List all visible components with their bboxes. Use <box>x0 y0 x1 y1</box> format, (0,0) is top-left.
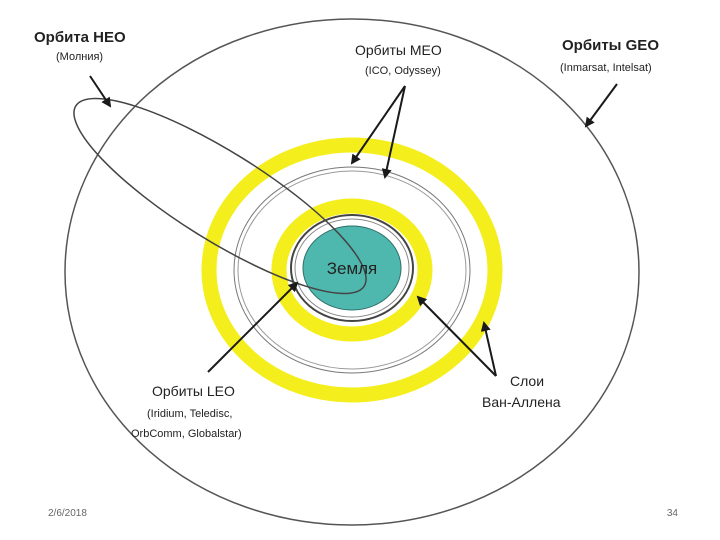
leo-arrow <box>207 281 299 373</box>
meo-title: Орбиты MEO <box>355 42 442 58</box>
meo-orbit-inner <box>237 170 467 370</box>
van-allen-line2: Ван-Аллена <box>482 394 561 410</box>
heo-arrow <box>89 75 112 108</box>
meo-arrow-right <box>381 85 406 179</box>
earth-label: Земля <box>327 259 378 278</box>
leo-line2: OrbComm, Globalstar) <box>131 428 242 440</box>
geo-subtitle: (Inmarsat, Intelsat) <box>560 62 652 74</box>
heo-orbit <box>73 97 367 295</box>
leo-orbit-inner <box>294 218 410 318</box>
geo-orbit <box>64 18 640 526</box>
leo-orbit-outer <box>290 214 414 322</box>
meo-orbit-outer <box>233 166 471 374</box>
van-allen-outer-belt <box>201 137 503 403</box>
van-allen-arrow-outer <box>480 321 497 377</box>
geo-arrow <box>584 83 618 128</box>
footer-date: 2/6/2018 <box>48 508 87 519</box>
heo-subtitle: (Молния) <box>56 51 103 63</box>
meo-arrow-left <box>350 85 406 165</box>
heo-title: Орбита HEO <box>34 29 126 46</box>
geo-title: Орбиты GEO <box>562 37 659 54</box>
leo-title: Орбиты LEO <box>152 383 235 399</box>
van-allen-line1: Слои <box>510 373 544 389</box>
footer-page-number: 34 <box>666 508 678 519</box>
van-allen-inner-belt <box>271 198 433 342</box>
earth <box>302 225 402 311</box>
leo-line1: (Iridium, Teledisc, <box>147 408 232 420</box>
van-allen-arrow-inner <box>416 295 497 377</box>
meo-subtitle: (ICO, Odyssey) <box>365 65 441 77</box>
